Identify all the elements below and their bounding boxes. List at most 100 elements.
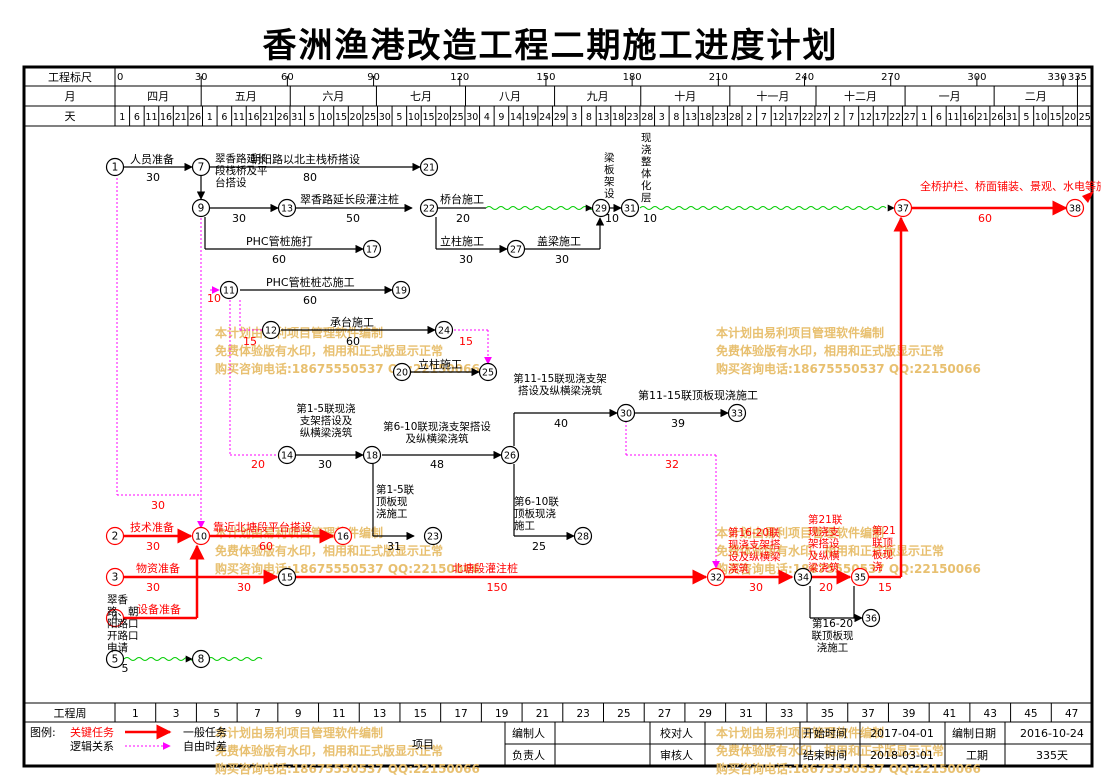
node-24[interactable]: 24 xyxy=(434,320,454,340)
task-t-4-10[interactable]: 设备准备 xyxy=(137,602,181,616)
editor-label: 编制人 xyxy=(512,726,545,740)
watermark-line1: 本计划由易利项目管理软件编制 xyxy=(215,725,383,740)
task-t-27-29[interactable]: 盖梁施工 xyxy=(537,234,581,248)
task-t-5-8[interactable]: 翠香路、朝阳路口开路口申请 xyxy=(107,594,139,654)
node-34[interactable]: 34 xyxy=(793,567,813,587)
day-label-cell: 16 xyxy=(247,112,259,123)
task-t-1-7[interactable]: 人员准备 xyxy=(130,152,174,166)
duration: 32 xyxy=(665,458,679,471)
svg-text:18: 18 xyxy=(366,451,378,462)
node-13[interactable]: 13 xyxy=(277,198,297,218)
node-23[interactable]: 23 xyxy=(423,526,443,546)
task-t-26-30[interactable]: 第11-15联现浇支架搭设及纵横梁浇筑 xyxy=(513,373,607,397)
day-label-cell: 20 xyxy=(350,112,362,123)
task-t-12-24[interactable]: 承台施工 xyxy=(330,315,374,329)
node-11[interactable]: 11 xyxy=(219,280,239,300)
week-label-cell: 47 xyxy=(1065,708,1078,720)
node-36[interactable]: 36 xyxy=(861,608,881,628)
month-label-cell: 一月 xyxy=(939,90,961,103)
task-t-29-31[interactable]: 梁板架设 xyxy=(604,152,615,200)
task-t-7-9[interactable]: 翠香路延长段栈桥及平台搭设 xyxy=(215,153,268,189)
node-5[interactable]: 5 xyxy=(105,649,125,669)
node-17[interactable]: 17 xyxy=(362,239,382,259)
task-t-9-13[interactable]: 翠香路延长段灌注桩 xyxy=(300,192,399,206)
task-t-14-18[interactable]: 第1-5联现浇支架搭设及纵横梁浇筑 xyxy=(296,403,356,439)
node-33[interactable]: 33 xyxy=(727,403,747,423)
node-38[interactable]: 38 xyxy=(1065,198,1085,218)
node-21[interactable]: 21 xyxy=(419,157,439,177)
task-t-37-38[interactable]: 全桥护栏、桥面铺装、景观、水电等施工 xyxy=(920,179,1101,193)
node-9[interactable]: 9 xyxy=(191,198,211,218)
task-t-32-34[interactable]: 第16-20联现浇支架搭设及纵横梁浇筑 xyxy=(728,527,781,575)
node-31[interactable]: 31 xyxy=(620,198,640,218)
task-t-7-21[interactable]: 朝阳路以北主栈桥搭设 xyxy=(250,152,360,166)
node-3[interactable]: 3 xyxy=(105,567,125,587)
node-32[interactable]: 32 xyxy=(706,567,726,587)
week-label-cell: 11 xyxy=(332,708,345,720)
node-8[interactable]: 8 xyxy=(191,649,211,669)
svg-text:13: 13 xyxy=(281,204,293,215)
legend-label: 图例: xyxy=(30,725,56,739)
node-12[interactable]: 12 xyxy=(261,320,281,340)
task-t-31-37[interactable]: 现浇整体化层 xyxy=(641,132,652,204)
node-28[interactable]: 28 xyxy=(573,526,593,546)
task-t-10-16[interactable]: 靠近北塘段平台搭设 xyxy=(213,520,312,534)
node-7[interactable]: 7 xyxy=(191,157,211,177)
task-t-9-17[interactable]: PHC管桩施打 xyxy=(246,234,313,248)
node-20[interactable]: 20 xyxy=(392,362,412,382)
task-t-15-32[interactable]: 北塘段灌注桩 xyxy=(452,561,518,575)
node-18[interactable]: 18 xyxy=(362,445,382,465)
month-label-cell: 二月 xyxy=(1025,90,1047,103)
task-t-2-10[interactable]: 技术准备 xyxy=(130,520,174,534)
month-label-cell: 八月 xyxy=(499,90,521,103)
date-label: 编制日期 xyxy=(952,726,996,740)
watermark-line2: 免费体验版有水印，相用和正式版显示正常 xyxy=(716,543,944,558)
day-label-cell: 12 xyxy=(860,112,872,123)
task-t-20-25[interactable]: 立柱施工 xyxy=(418,357,462,371)
node-15[interactable]: 15 xyxy=(277,567,297,587)
node-26[interactable]: 26 xyxy=(500,445,520,465)
task-t-26-28[interactable]: 第6-10联顶板现浇施工 xyxy=(514,496,559,532)
week-label-cell: 3 xyxy=(173,708,180,720)
duration: 40 xyxy=(554,417,568,430)
node-37[interactable]: 37 xyxy=(893,198,913,218)
node-27[interactable]: 27 xyxy=(506,239,526,259)
task-t-34-36[interactable]: 第16-20联顶板现浇施工 xyxy=(811,618,854,654)
task-wrap xyxy=(908,178,1058,208)
task-t-18-23[interactable]: 第1-5联顶板现浇施工 xyxy=(376,484,415,520)
node-14[interactable]: 14 xyxy=(277,445,297,465)
task-t-30-33[interactable]: 第11-15联顶板现浇施工 xyxy=(638,388,758,402)
day-label-cell: 3 xyxy=(659,112,665,123)
duration: 15 xyxy=(459,335,473,348)
duration: 15 xyxy=(878,581,892,594)
task-t-22-27[interactable]: 立柱施工 xyxy=(440,234,484,248)
node-19[interactable]: 19 xyxy=(391,280,411,300)
scale-tick-label: 0 xyxy=(117,72,123,83)
svg-text:32: 32 xyxy=(710,573,722,584)
task-t-22-29[interactable]: 桥台施工 xyxy=(440,192,484,206)
day-label-cell: 31 xyxy=(1006,112,1018,123)
node-2[interactable]: 2 xyxy=(105,526,125,546)
node-25[interactable]: 25 xyxy=(478,362,498,382)
node-4[interactable]: 4 xyxy=(105,608,125,628)
task-t-35-37[interactable]: 第21联顶板现浇 xyxy=(872,525,896,573)
svg-text:36: 36 xyxy=(865,614,877,625)
node-16[interactable]: 16 xyxy=(333,526,353,546)
svg-text:11: 11 xyxy=(223,286,235,297)
task-t-3-15[interactable]: 物资准备 xyxy=(136,561,180,575)
day-label-cell: 15 xyxy=(335,112,347,123)
task-t-11-19[interactable]: PHC管桩桩芯施工 xyxy=(266,275,355,289)
task-t-18-26[interactable]: 第6-10联现浇支架搭设及纵横梁浇筑 xyxy=(383,421,491,445)
watermark-line2: 免费体验版有水印，相用和正式版显示正常 xyxy=(215,343,443,358)
task-t-34-35[interactable]: 第21联现浇支架搭设及纵横梁浇筑 xyxy=(808,514,843,574)
node-10[interactable]: 10 xyxy=(191,526,211,546)
node-22[interactable]: 22 xyxy=(419,198,439,218)
node-35[interactable]: 35 xyxy=(850,567,870,587)
node-30[interactable]: 30 xyxy=(616,403,636,423)
week-label-cell: 21 xyxy=(536,708,549,720)
node-1[interactable]: 1 xyxy=(105,157,125,177)
node-29[interactable]: 29 xyxy=(591,198,611,218)
date-value: 2016-10-24 xyxy=(1020,727,1084,740)
week-label-cell: 33 xyxy=(780,708,793,720)
